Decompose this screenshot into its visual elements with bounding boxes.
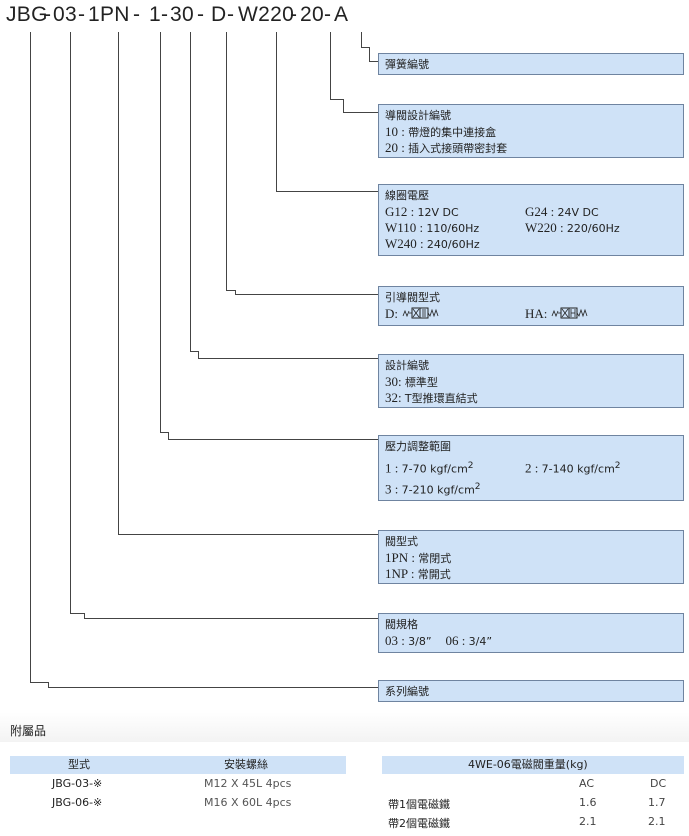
table-cell: 帶2個電磁鐵 [388,817,450,830]
code-seg-valve-type: 1PN [88,3,130,26]
table-cell: 帶1個電磁鐵 [388,798,450,811]
code-seg-pressure: 1 [149,3,161,26]
code-sep: - [78,3,86,26]
code-seg-pilot-type: D [211,3,227,26]
option-desc: 常閉式 [418,552,452,565]
option-desc: 帶燈的集中連接盒 [408,126,497,139]
code-seg-size: 03 [53,3,77,26]
valve-size-box: 閥規格 03 : 3/8” 06 : 3/4” [378,613,684,653]
accessories-title: 附屬品 [10,724,47,738]
option-code: 1NP [385,566,408,581]
option-code: W220 [525,220,557,235]
option-code: 1PN [385,550,409,565]
valve-symbol-icon [402,307,438,319]
option-desc: 3/4” [468,635,493,648]
option-code: G12 [385,204,408,219]
option-code: 1 [385,460,392,476]
table-cell: 2.1 [648,815,666,828]
option-desc: 7-70 kgf/cm [401,462,468,476]
option-code: D: [385,306,398,321]
design-number-box: 設計編號 30: 標準型 32: T型推環直結式 [378,354,684,408]
code-seg-spring: A [334,3,349,26]
option-desc: 7-210 kgf/cm [401,483,475,497]
accessories-header-bar [0,712,689,742]
table-header: 4WE-06電磁閥重量(kg) [382,756,684,774]
option-desc: T型推環直結式 [404,392,478,405]
option-desc: 110/60Hz [426,222,480,235]
option-code: W110 [385,220,417,235]
box-title: 彈簧編號 [385,58,429,71]
spring-number-box: 彈簧編號 [378,53,684,75]
superscript: 2 [467,461,474,471]
option-code: G24 [525,204,548,219]
option-code: 03 [385,633,398,648]
table-cell: 2.1 [579,815,597,828]
pressure-range-box: 壓力調整範圍 1 : 7-70 kgf/cm2 2 : 7-140 kgf/cm… [378,435,684,501]
valve-type-box: 閥型式 1PN : 常閉式 1NP : 常開式 [378,530,684,584]
option-code: 30 [385,374,398,389]
code-sep: - [44,3,52,26]
code-seg-coil: W220 [238,3,295,26]
code-seg-pilot-design: 20 [300,3,324,26]
option-code: 10 [385,124,398,139]
table-cell: M12 X 45L 4pcs [204,777,292,790]
option-desc: 240/60Hz [426,238,480,251]
option-code: 3 [385,481,392,497]
code-sep: - [227,3,235,26]
table-cell: JBG-06-※ [52,796,103,809]
code-sep: - [290,3,298,26]
option-code: HA: [525,306,548,321]
code-sep: - [133,3,141,26]
table-cell: 1.6 [579,796,597,809]
box-title: 系列編號 [385,685,429,698]
box-title: 導閥設計編號 [385,109,451,122]
option-code: 32 [385,390,398,405]
option-desc: 220/60Hz [566,222,620,235]
table-cell: 1.7 [648,796,666,809]
column-header: 安裝螺絲 [224,758,268,771]
option-desc: 7-140 kgf/cm [541,462,615,476]
column-header: DC [650,777,667,790]
table-cell: JBG-03-※ [52,777,103,790]
box-title: 引導閥型式 [385,291,440,304]
pilot-valve-type-box: 引導閥型式 D: HA: [378,286,684,326]
code-seg-series: JBG [6,3,48,26]
option-desc: 24V DC [557,206,599,219]
box-title: 閥型式 [385,535,418,548]
option-desc: 3/8” [408,635,432,648]
option-desc: 插入式接頭帶密封套 [408,142,508,155]
superscript: 2 [474,482,481,492]
series-number-box: 系列編號 [378,680,684,702]
option-desc: 常開式 [417,568,451,581]
table-title: 4WE-06電磁閥重量(kg) [468,758,588,771]
option-code: 06 [445,633,459,648]
table-cell: M16 X 60L 4pcs [204,796,292,809]
code-sep: - [324,3,332,26]
option-code: W240 [385,236,417,251]
valve-symbol-icon [551,307,588,319]
superscript: 2 [614,461,621,471]
column-header: AC [579,777,595,790]
option-desc: 12V DC [417,206,459,219]
code-seg-design: 30 [170,3,194,26]
code-sep: - [161,3,169,26]
option-code: 20 [385,140,398,155]
table-header: 型式 安裝螺絲 [10,756,346,774]
option-code: 2 [525,460,532,476]
pilot-design-box: 導閥設計編號 10 : 帶燈的集中連接盒 20 : 插入式接頭帶密封套 [378,104,684,158]
column-header: 型式 [68,758,90,771]
box-title: 線圈電壓 [385,189,429,202]
box-title: 閥規格 [385,618,418,631]
box-title: 設計編號 [385,359,429,372]
option-desc: 標準型 [404,376,438,389]
box-title: 壓力調整範圍 [385,440,451,453]
code-sep: - [197,3,205,26]
coil-voltage-box: 線圈電壓 G12 : 12V DC G24 : 24V DC W110 : 11… [378,184,684,256]
